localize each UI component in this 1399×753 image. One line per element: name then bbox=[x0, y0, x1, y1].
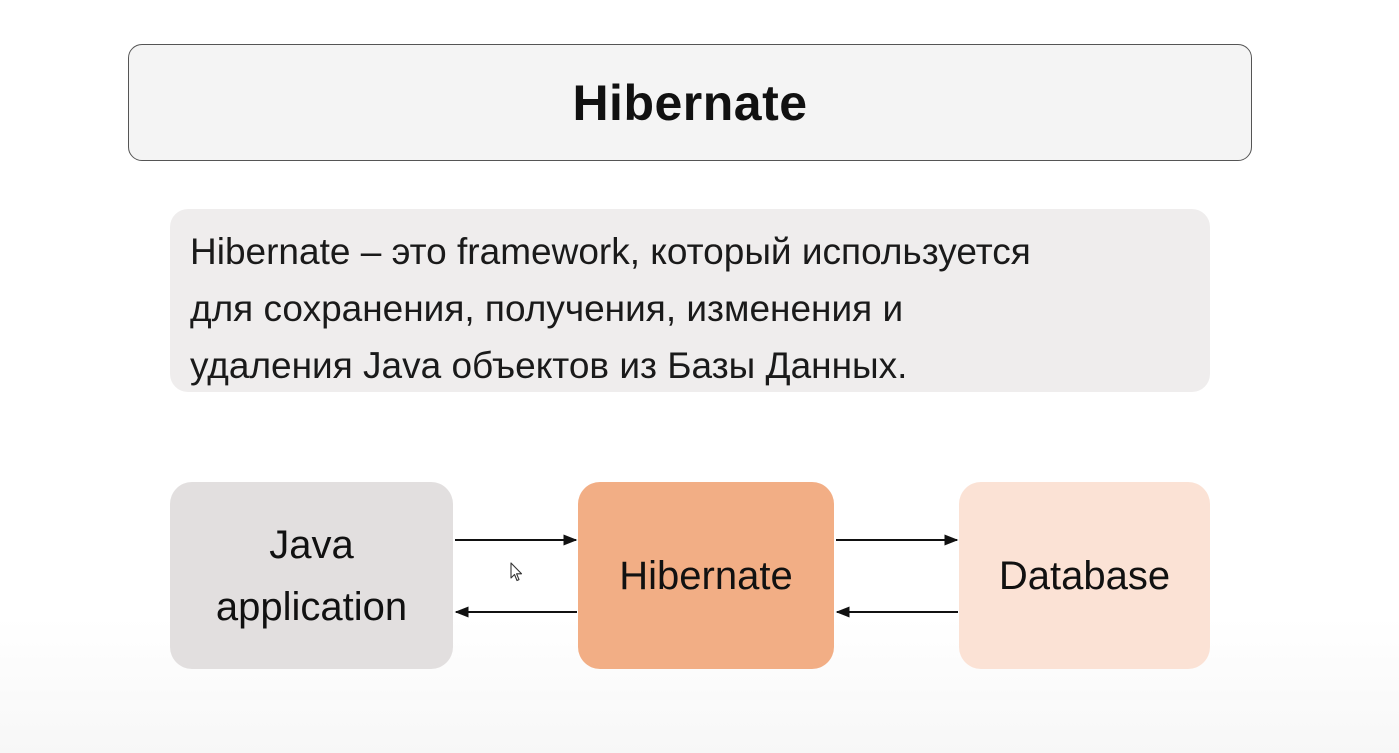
description-line-2: для сохранения, получения, изменения и bbox=[190, 288, 904, 329]
mouse-pointer-icon bbox=[510, 562, 523, 582]
database-node-label: Database bbox=[998, 553, 1171, 598]
title-box: Hibernate bbox=[128, 44, 1252, 161]
description-box: Hibernate – это framework, который испол… bbox=[170, 209, 1210, 392]
description-line-3: удаления Java объектов из Базы Данных. bbox=[190, 345, 908, 386]
java-application-line-2: application bbox=[215, 584, 408, 629]
description-line-1: Hibernate – это framework, который испол… bbox=[190, 231, 1031, 272]
hibernate-node: Hibernate bbox=[578, 482, 834, 669]
slide-title: Hibernate bbox=[572, 74, 808, 131]
database-node: Database bbox=[959, 482, 1210, 669]
hibernate-node-label: Hibernate bbox=[619, 553, 793, 598]
java-application-node: Java application bbox=[170, 482, 453, 669]
description-text: Hibernate – это framework, который испол… bbox=[190, 223, 1190, 394]
java-application-line-1: Java bbox=[269, 522, 354, 567]
